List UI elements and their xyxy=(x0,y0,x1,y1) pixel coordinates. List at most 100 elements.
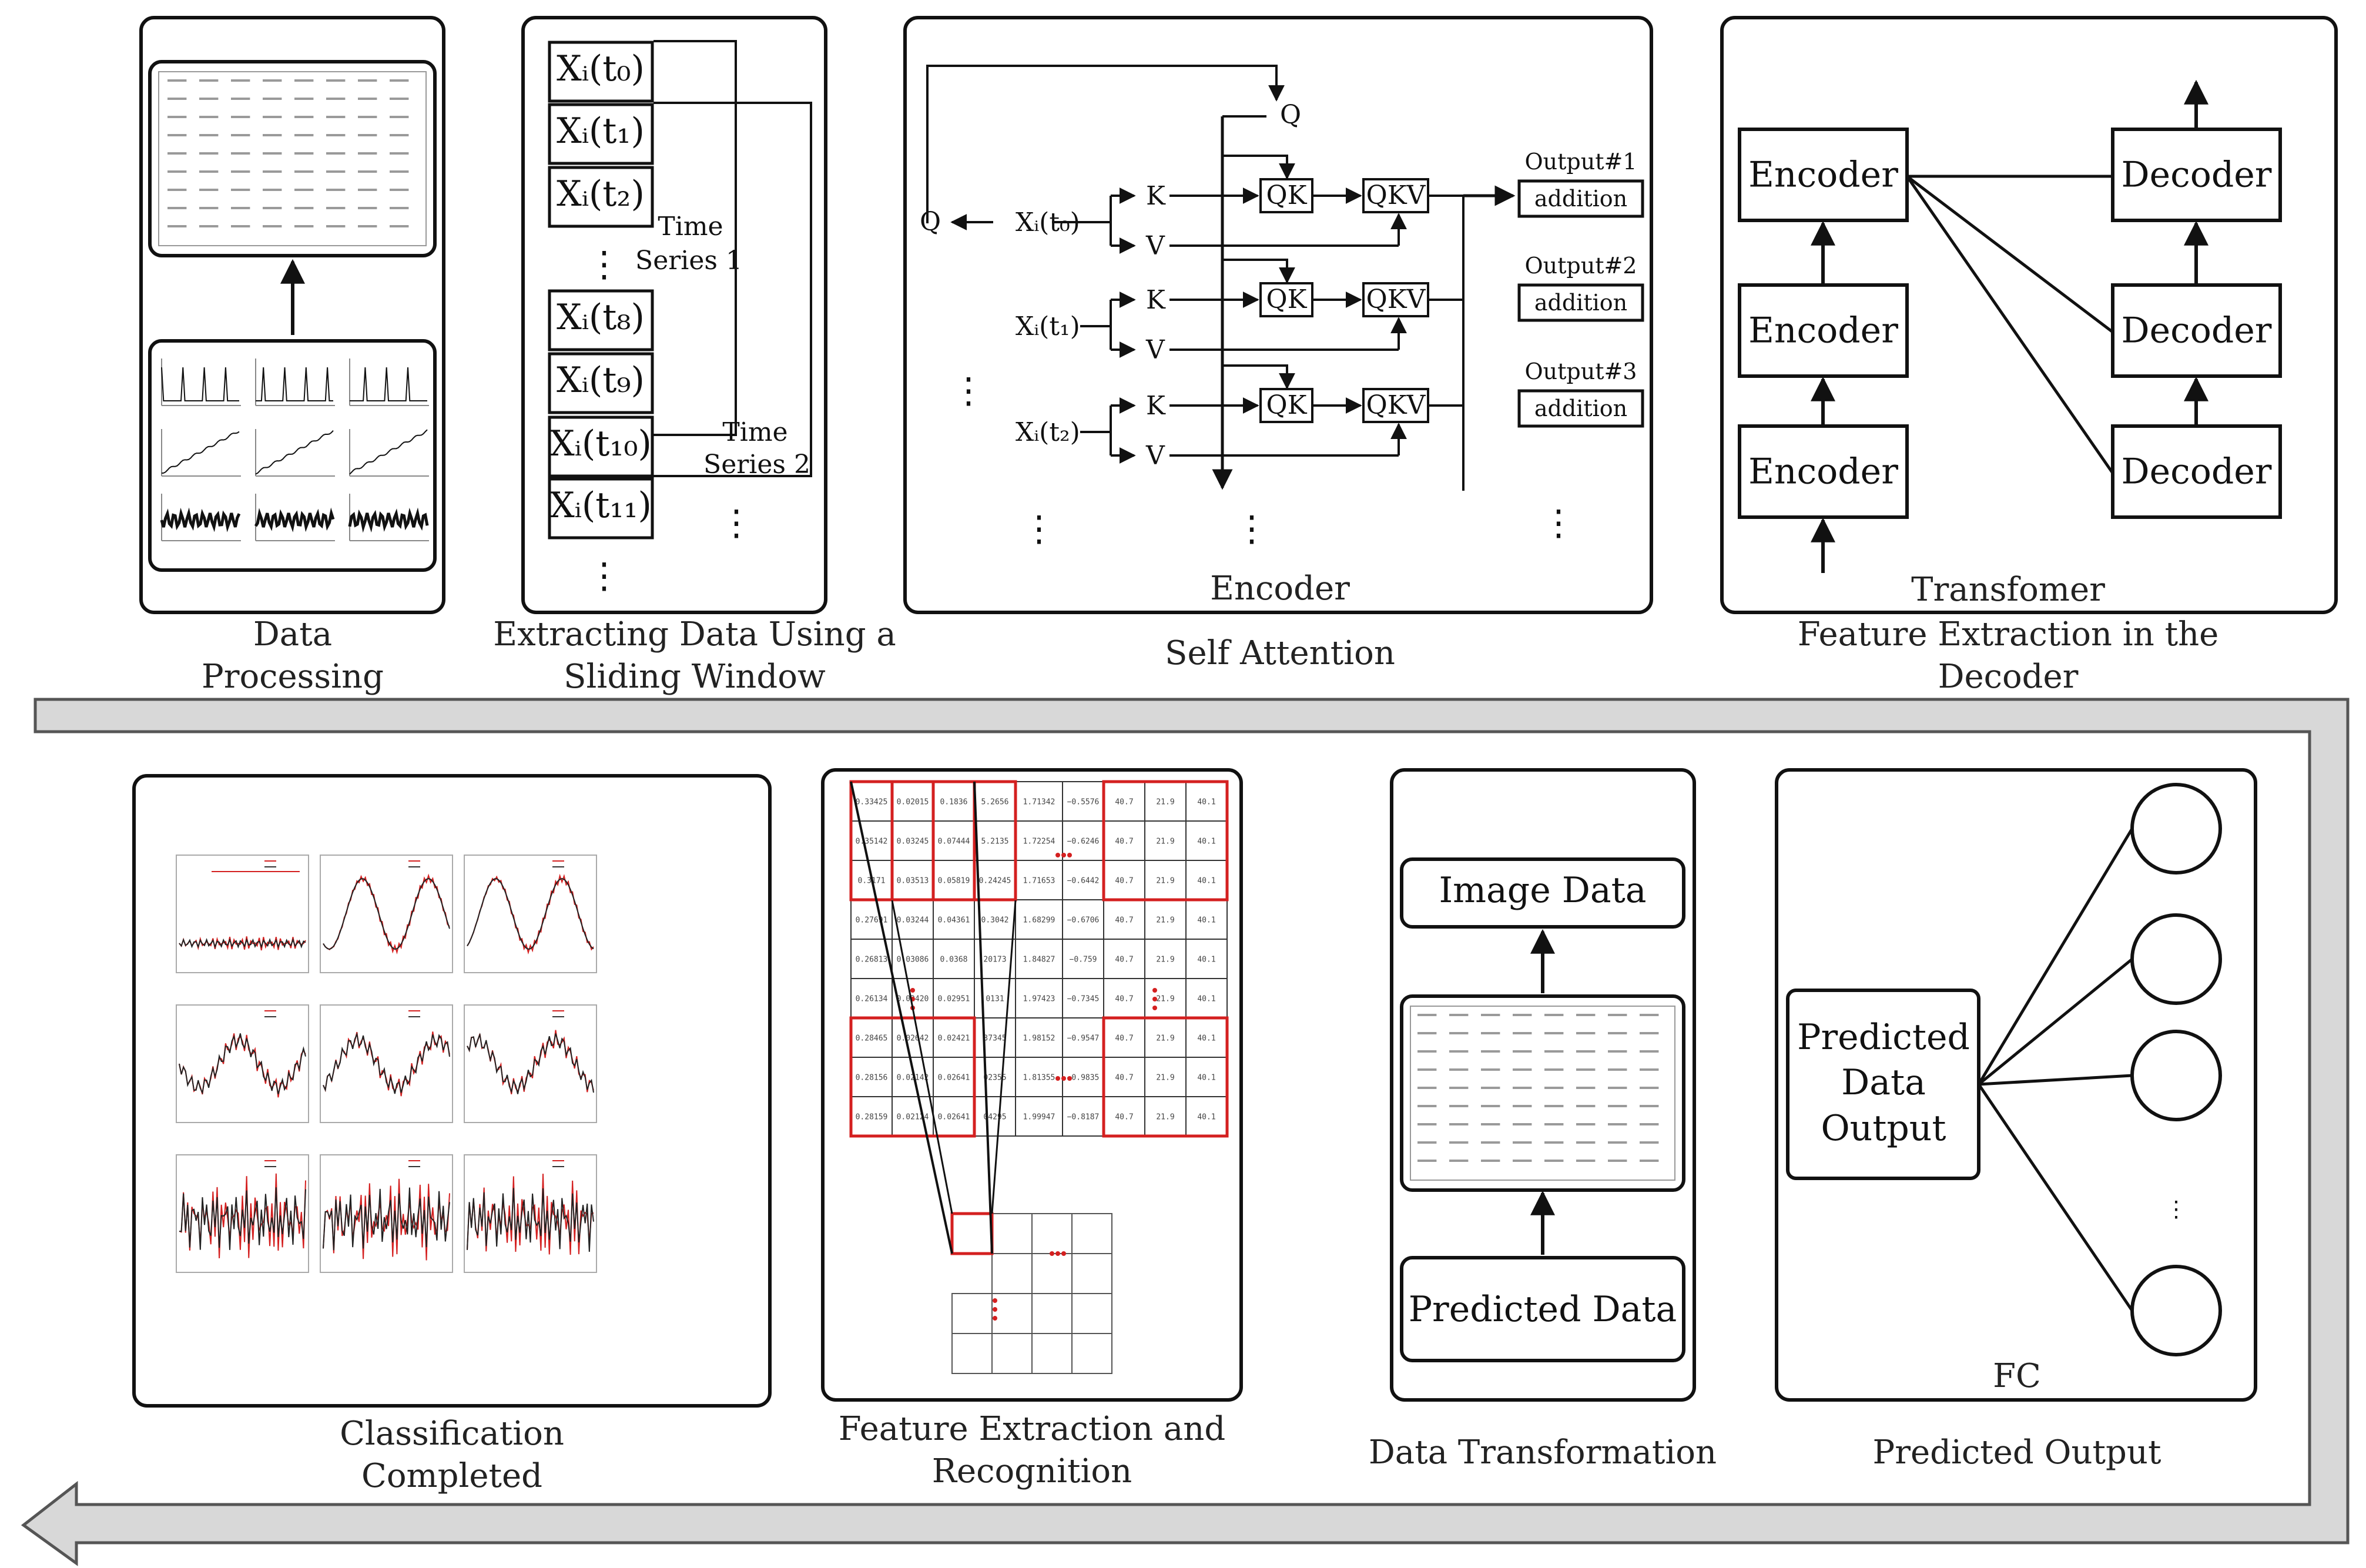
table-cell-mark xyxy=(231,79,250,82)
table-cell-mark xyxy=(1449,1123,1469,1125)
addition-box xyxy=(1517,389,1644,428)
table-cell-mark xyxy=(294,207,314,209)
table-cell-value: 40.7 xyxy=(1115,956,1133,964)
addition-box xyxy=(1517,179,1644,218)
table-cell-mark xyxy=(263,152,282,155)
table-cell-value: 40.7 xyxy=(1115,1034,1133,1043)
q-top-label: Q xyxy=(1280,100,1301,130)
vertical-ellipsis: ⋮ xyxy=(951,370,986,411)
predictions-series-line xyxy=(179,1033,306,1095)
table-cell-value: 0.02015 xyxy=(897,798,929,807)
feature-map-cell xyxy=(1071,1293,1112,1334)
window-cell-label: Xᵢ(t₁₀) xyxy=(549,423,652,464)
fc-label: FC xyxy=(1993,1357,2041,1395)
highlight-window xyxy=(1102,780,1229,902)
table-cell-mark xyxy=(263,116,282,118)
addition-label: addition xyxy=(1534,396,1627,421)
table-cell-value: 40.7 xyxy=(1115,837,1133,846)
table-cell-value: 0.02641 xyxy=(938,1113,970,1122)
qkv-label: QKV xyxy=(1366,284,1426,314)
table-cell-mark xyxy=(1417,1050,1437,1053)
table-cell-value: 0.03086 xyxy=(897,956,929,964)
q-loop-arrow xyxy=(926,65,1285,223)
table-cell-mark xyxy=(1640,1014,1659,1016)
table-cell xyxy=(1144,1017,1187,1058)
addition-label: addition xyxy=(1534,186,1627,212)
table-cell-mark xyxy=(263,189,282,191)
table-cell-value: 21.9 xyxy=(1156,798,1174,807)
plot-axes xyxy=(176,855,309,973)
data-processing-panel: Data Processing xyxy=(139,16,445,696)
table-cell-value: 40.1 xyxy=(1197,1074,1215,1083)
red-dot xyxy=(1055,1251,1060,1256)
table-cell xyxy=(1185,1096,1228,1137)
table-cell xyxy=(1015,781,1063,822)
table-cell-value: 40.1 xyxy=(1197,956,1215,964)
data-processing-caption-2: Processing xyxy=(202,658,384,696)
vertical-ellipsis: ⋮ xyxy=(1541,502,1576,544)
table-cell-mark xyxy=(167,225,187,227)
table-cell-mark xyxy=(1640,1050,1659,1053)
table-cell-mark xyxy=(390,207,409,209)
table-cell-mark xyxy=(326,170,346,173)
plot-axes xyxy=(320,1004,453,1123)
mini-plot-line xyxy=(255,430,334,475)
sensor-plots-image xyxy=(148,339,437,572)
sliding-window-caption-2: Sliding Window xyxy=(564,658,826,696)
plot-axes xyxy=(464,1154,597,1273)
table-cell-mark xyxy=(1608,1160,1627,1162)
table-cell xyxy=(1144,939,1187,979)
feature-map-cell xyxy=(951,1213,993,1254)
table-cell xyxy=(933,820,975,861)
table-cell-mark xyxy=(199,225,219,227)
table-cell-mark xyxy=(1513,1141,1532,1144)
fc-connection xyxy=(1977,827,2134,1085)
table-cell-mark xyxy=(1544,1032,1564,1034)
table-cell xyxy=(1103,860,1145,900)
table-cell-mark xyxy=(167,116,187,118)
table-cell xyxy=(1185,978,1228,1018)
table-cell-value: 0.28465 xyxy=(856,1034,888,1043)
mini-plot-line xyxy=(256,367,333,401)
table-cell-mark xyxy=(326,98,346,100)
table-cell xyxy=(1185,939,1228,979)
table-cell-value: −0.6246 xyxy=(1067,837,1100,846)
table-cell-mark xyxy=(1417,1160,1437,1162)
fc-node xyxy=(2130,1030,2222,1121)
table-cell-value: 0.02642 xyxy=(897,1034,929,1043)
red-dot xyxy=(993,1307,997,1312)
table-cell-mark xyxy=(390,134,409,136)
window-cell xyxy=(548,289,654,351)
table-cell-value: −0.7345 xyxy=(1067,995,1100,1004)
table-cell-mark xyxy=(294,225,314,227)
red-dot xyxy=(1061,1251,1066,1256)
transformer-title: Transfomer xyxy=(1911,571,2105,609)
table-cell-value: 0.28156 xyxy=(856,1074,888,1083)
v-label: V xyxy=(1145,441,1165,471)
table-cell-mark xyxy=(326,207,346,209)
sliding-window-caption-1: Extracting Data Using a xyxy=(493,615,896,654)
table-cell-mark xyxy=(390,225,409,227)
table-cell-mark xyxy=(1576,1050,1596,1053)
predictions-series-line xyxy=(179,938,306,949)
table-cell-mark xyxy=(263,134,282,136)
table-cell-mark xyxy=(263,225,282,227)
table-cell-value: 21.9 xyxy=(1156,995,1174,1004)
data-processing-caption-1: Data xyxy=(253,615,332,654)
table-cell-mark xyxy=(358,98,377,100)
table-cell-mark xyxy=(1481,1160,1500,1162)
predicted-data-box xyxy=(1400,1256,1685,1362)
table-cell-mark xyxy=(1513,1105,1532,1107)
qkv-label: QKV xyxy=(1366,180,1426,210)
labels-series-line xyxy=(179,936,306,951)
feature-map-cell xyxy=(991,1253,1033,1294)
table-cell-mark xyxy=(1608,1141,1627,1144)
table-cell xyxy=(1062,978,1104,1018)
table-cell-mark xyxy=(1417,1014,1437,1016)
decoder-label: Decoder xyxy=(2122,155,2272,196)
table-cell-mark xyxy=(199,134,219,136)
table-cell xyxy=(1103,939,1145,979)
table-cell-value: 0.02142 xyxy=(897,1074,929,1083)
time-series-2-label-2: Series 2 xyxy=(703,450,810,480)
